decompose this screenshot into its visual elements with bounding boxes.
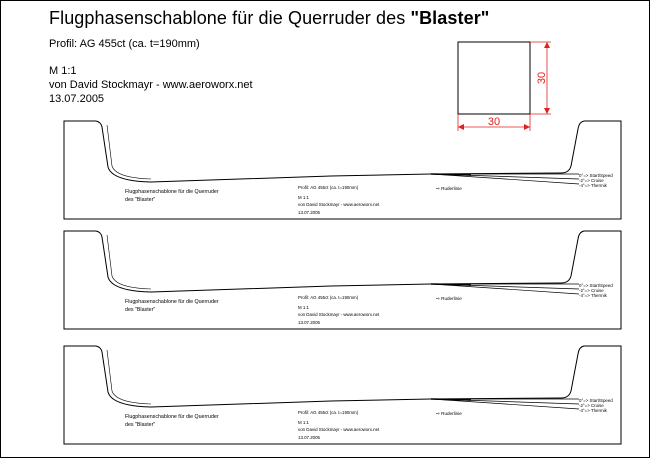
hinge-segment (430, 173, 472, 176)
template-title-line-2: des "Blaster" (125, 197, 155, 203)
page-title: Flugphasenschablone für die Querruder de… (49, 8, 489, 29)
template-phase-cruise: -2°=> Cruise (579, 178, 604, 183)
title-text: Flugphasenschablone für die Querruder de… (49, 8, 411, 28)
phase-line-thermik (430, 173, 580, 185)
template-title-line-1: Flugphasenschablone für die Querruder (125, 299, 219, 305)
template-profile: Profil: AG 455ct (ca. t=190mm) (298, 295, 359, 300)
template-author: von David Stockmayr - www.aeroworx.net (298, 202, 380, 207)
template-outline (63, 345, 622, 445)
template-ruderlinie: ⇨ Ruderlinie (436, 186, 462, 191)
template-phase-thermik: -4°=> Thermik (579, 183, 608, 188)
template-phase-thermik: -4°=> Thermik (579, 293, 608, 298)
phase-line-thermik (430, 283, 580, 295)
hinge-segment (430, 283, 472, 286)
scale-line: M 1:1 (49, 65, 77, 77)
template-phase-cruise: -2°=> Cruise (579, 288, 604, 293)
template-author: von David Stockmayr - www.aeroworx.net (298, 427, 380, 432)
author-line: von David Stockmayr - www.aeroworx.net (49, 79, 253, 91)
template-title-line-2: des "Blaster" (125, 422, 155, 428)
template-phase-start: 0°=> Start/Speed (579, 173, 613, 178)
leading-contour (106, 349, 152, 405)
template-phase-start: 0°=> Start/Speed (579, 398, 613, 403)
dim-arrow-left (458, 124, 464, 130)
template-title-line-1: Flugphasenschablone für die Querruder (125, 189, 219, 195)
template-phase-cruise: -2°=> Cruise (579, 403, 604, 408)
dim-height-label: 30 (536, 72, 548, 84)
template-scale: M 1:1 (298, 305, 310, 310)
leading-contour (106, 234, 152, 290)
template-title-line-1: Flugphasenschablone für die Querruder (125, 414, 219, 420)
dim-width-label: 30 (488, 116, 500, 128)
phase-line-thermik (430, 398, 580, 410)
template-ruderlinie: ⇨ Ruderlinie (436, 296, 462, 301)
calibration-square: 30 30 (457, 41, 551, 131)
template-scale: M 1:1 (298, 420, 310, 425)
dim-arrow-down (544, 108, 550, 114)
template-phase-start: 0°=> Start/Speed (579, 283, 613, 288)
leading-contour (106, 124, 152, 180)
template-date: 13.07.2005 (298, 320, 321, 325)
template-scale: M 1:1 (298, 195, 310, 200)
dim-arrow-right (524, 124, 530, 130)
template-date: 13.07.2005 (298, 435, 321, 440)
flight-phase-template-3: Flugphasenschablone für die Querruder des… (63, 345, 622, 445)
dim-arrow-up (544, 42, 550, 48)
template-phase-thermik: -4°=> Thermik (579, 408, 608, 413)
template-profile: Profil: AG 455ct (ca. t=190mm) (298, 185, 359, 190)
template-outline (63, 120, 622, 220)
flight-phase-template-1: Flugphasenschablone für die Querruder des… (63, 120, 622, 220)
profile-line: Profil: AG 455ct (ca. t=190mm) (49, 38, 200, 50)
date-line: 13.07.2005 (49, 93, 105, 105)
flight-phase-template-2: Flugphasenschablone für die Querruder des… (63, 230, 622, 330)
template-author: von David Stockmayr - www.aeroworx.net (298, 312, 380, 317)
hinge-segment (430, 398, 472, 401)
template-title-line-2: des "Blaster" (125, 307, 155, 313)
template-date: 13.07.2005 (298, 210, 321, 215)
template-outline (63, 230, 622, 330)
title-model-name: "Blaster" (410, 8, 490, 28)
templates-group: Flugphasenschablone für die Querruder des… (63, 120, 622, 445)
template-ruderlinie: ⇨ Ruderlinie (436, 411, 462, 416)
calibration-box (457, 41, 531, 115)
template-profile: Profil: AG 455ct (ca. t=190mm) (298, 410, 359, 415)
